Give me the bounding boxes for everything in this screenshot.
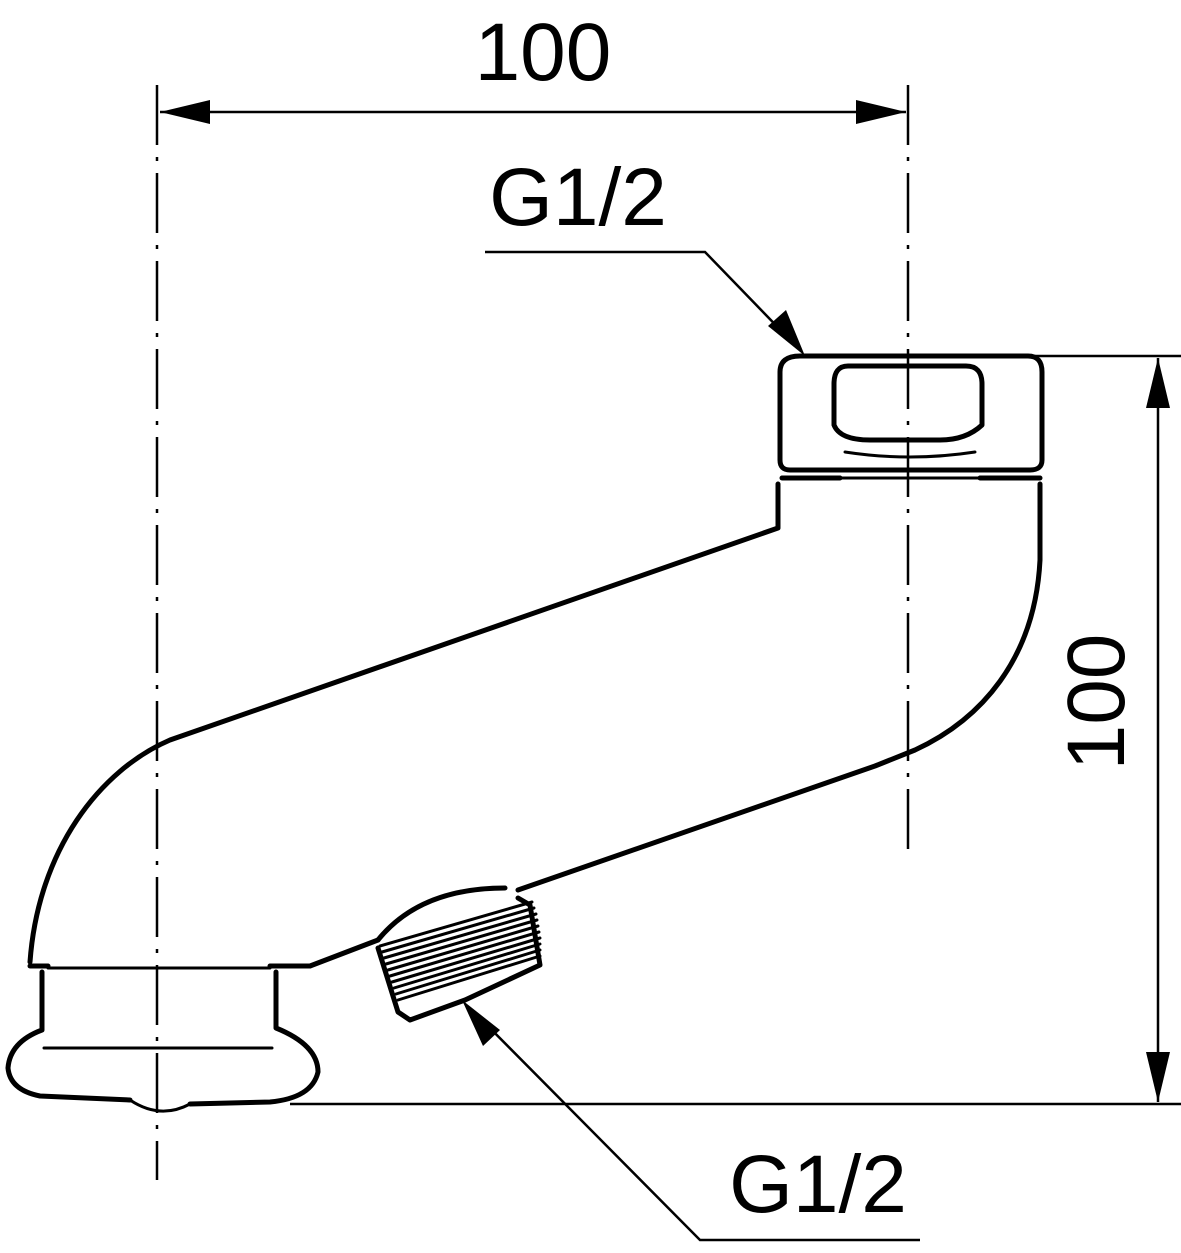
thread-line-1	[378, 900, 534, 948]
spout-body	[5, 353, 1045, 1113]
dimension-arrow-right	[856, 100, 906, 124]
thread-stub-dome	[375, 885, 508, 943]
horizontal-dimension-value: 100	[475, 7, 612, 98]
thread-line-10	[396, 954, 542, 1002]
inlet-thread-label: G1/2	[729, 1139, 907, 1230]
thread-line-3	[382, 912, 538, 960]
thread-line-9	[394, 948, 542, 996]
pipe-lower-edge	[515, 481, 1043, 893]
base-bottom-arc	[128, 1098, 192, 1113]
thread-line-4	[384, 918, 539, 966]
outlet-nut	[777, 353, 1045, 473]
outlet-nut-arc	[843, 450, 977, 459]
outlet-thread-label: G1/2	[489, 152, 667, 243]
thread-line-5	[386, 924, 540, 972]
dimension-arrow-top	[1146, 358, 1170, 408]
thread-line-2	[380, 906, 536, 954]
thread-line-7	[390, 936, 542, 984]
thread-line-6	[388, 930, 541, 978]
pipe-lower-edge-end	[307, 937, 381, 969]
horizontal-dimension: 100	[160, 7, 906, 124]
thread-line-8	[392, 942, 542, 990]
thread-stub-outline	[375, 895, 543, 1023]
inlet-leader-arrow	[462, 1000, 500, 1046]
pipe-upper-edge	[27, 481, 781, 965]
outlet-nut-inner	[831, 363, 985, 443]
vertical-dimension-value: 100	[1051, 634, 1142, 771]
inlet-thread-stub	[375, 885, 543, 1023]
base-flange-right	[187, 969, 321, 1107]
inlet-thread-callout: G1/2	[462, 1000, 920, 1242]
inlet-leader-line	[471, 1009, 920, 1242]
dimension-arrow-left	[160, 100, 210, 124]
outlet-leader-arrow	[768, 310, 805, 356]
vertical-dimension: 100	[290, 354, 1181, 1106]
base-flange-left	[5, 969, 133, 1103]
outlet-leader-line	[485, 250, 796, 346]
outlet-thread-callout: G1/2	[485, 152, 805, 356]
dimension-arrow-bottom	[1146, 1052, 1170, 1102]
